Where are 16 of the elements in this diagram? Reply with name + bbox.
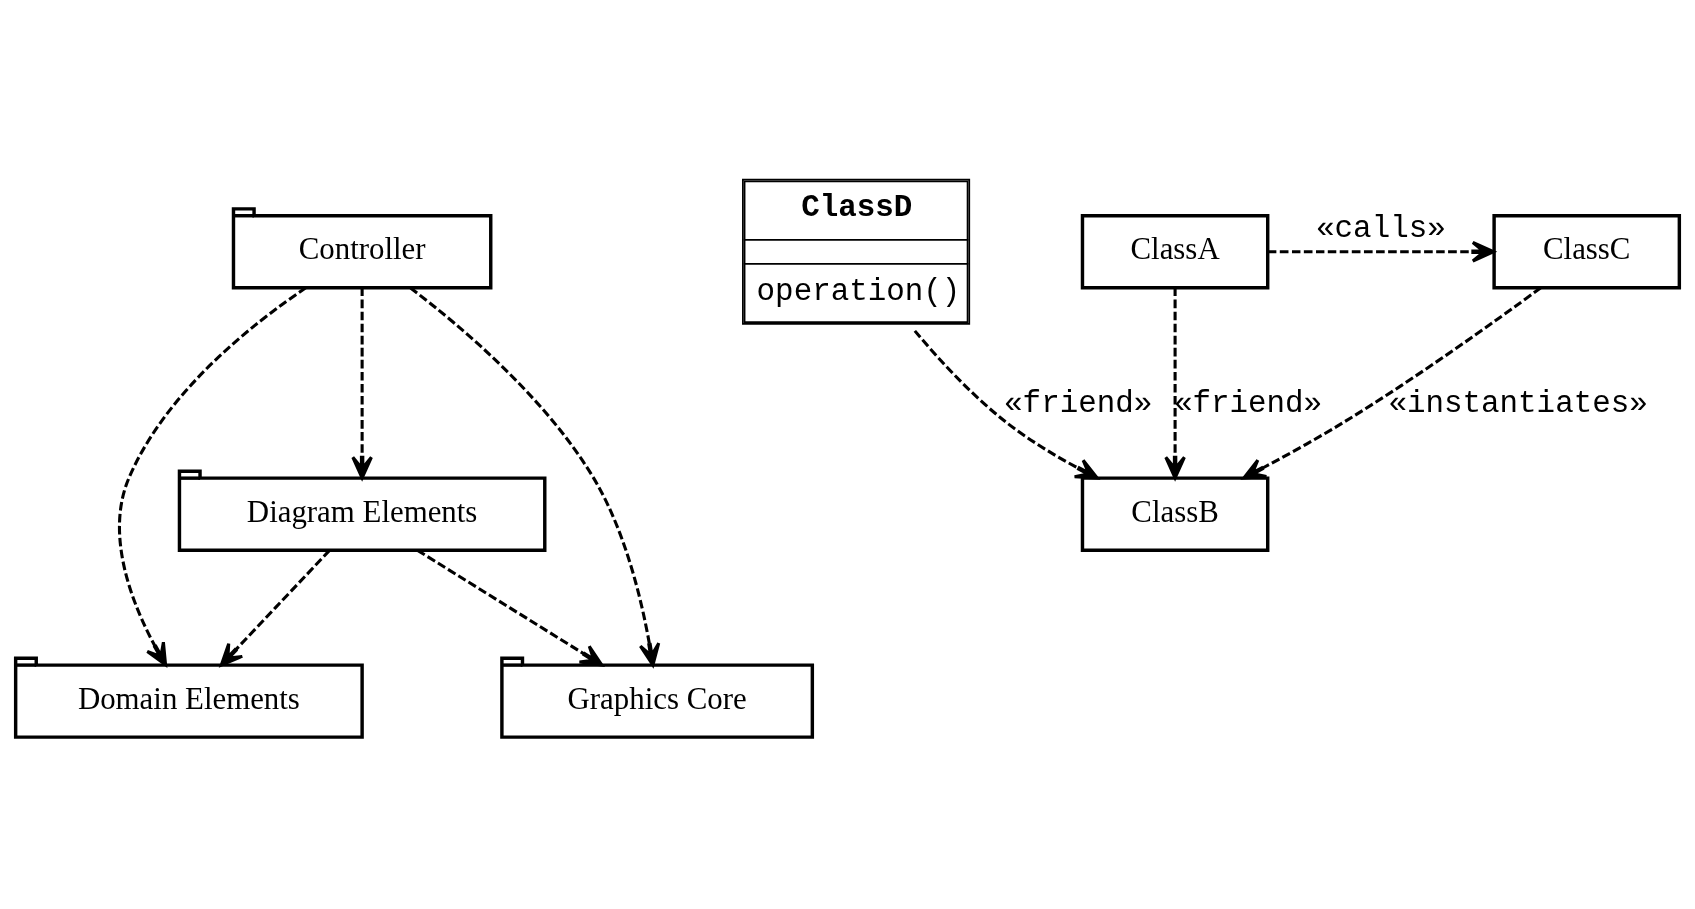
node-box: ClassC [1492, 213, 1682, 289]
arrow [351, 287, 373, 479]
node-box: ClassB [1080, 475, 1270, 552]
node-box: ClassA [1080, 213, 1270, 289]
arrow [1242, 286, 1542, 479]
arrow [118, 286, 307, 666]
edge-label: «instantiates» [1388, 385, 1648, 421]
arrow [1164, 287, 1186, 479]
edge-label: «friend» [1004, 385, 1153, 421]
arrow [409, 286, 661, 667]
edge-label: «friend» [1173, 385, 1323, 421]
arrow [913, 329, 1099, 480]
arrow [1268, 240, 1495, 263]
arrow [219, 548, 331, 667]
edge-label: «calls» [1316, 210, 1446, 246]
arrow [416, 548, 604, 667]
